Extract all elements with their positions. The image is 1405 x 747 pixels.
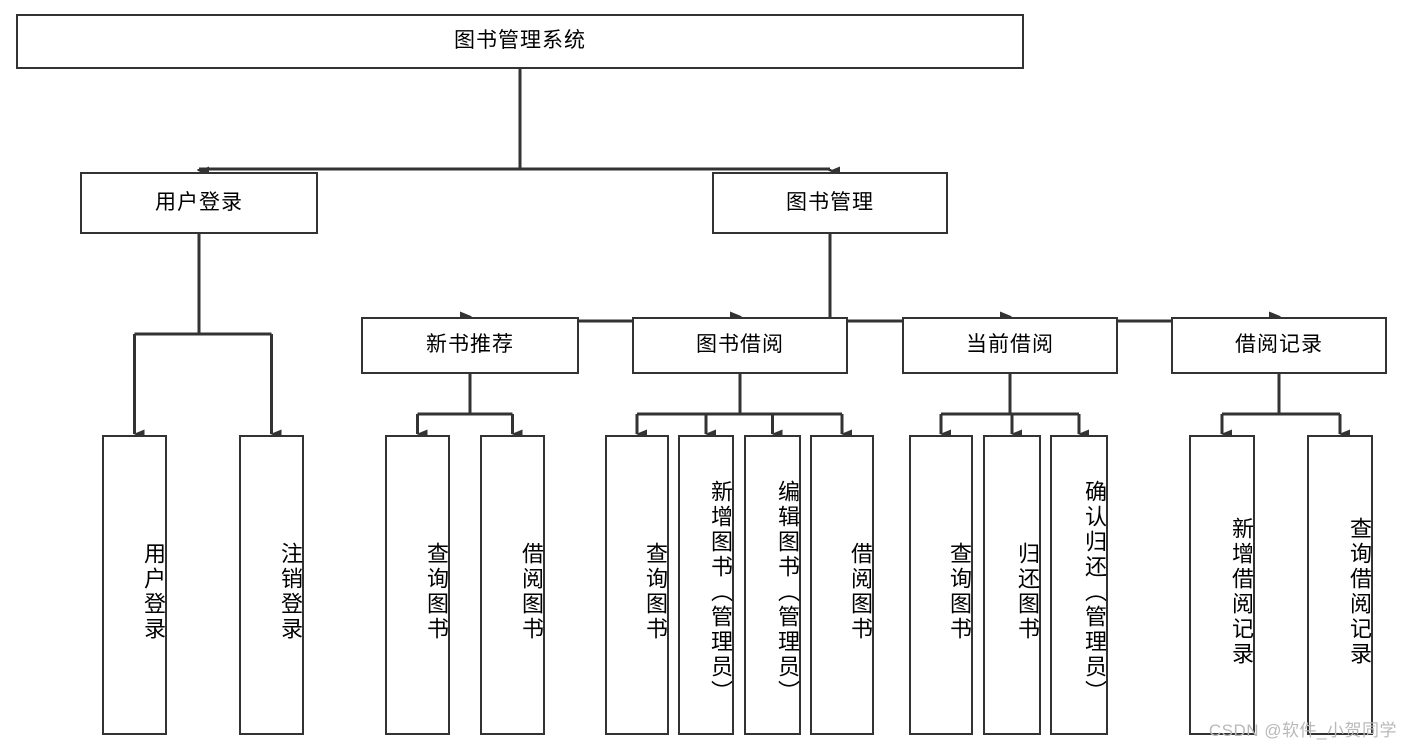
node-leaf-query-book-rec[interactable]: 查询图书: [385, 435, 450, 735]
node-label-leaf-add-book: 新增图书（管理员）: [708, 479, 733, 705]
node-leaf-query-record[interactable]: 查询借阅记录: [1307, 435, 1373, 735]
node-leaf-query-book[interactable]: 查询图书: [605, 435, 669, 735]
node-label-current-borrow: 当前借阅: [966, 333, 1054, 357]
node-label-leaf-query-book-rec: 查询图书: [424, 542, 449, 642]
node-label-leaf-logout: 注销登录: [278, 542, 303, 642]
node-leaf-user-login[interactable]: 用户登录: [102, 435, 167, 735]
connector-paths: [133, 69, 1350, 439]
node-label-borrow-record: 借阅记录: [1235, 333, 1323, 357]
node-label-leaf-confirm-return: 确认归还（管理员）: [1082, 479, 1107, 705]
node-leaf-query-book-cur[interactable]: 查询图书: [909, 435, 973, 735]
node-label-leaf-borrow-book-rec: 借阅图书: [519, 542, 544, 642]
node-user-login[interactable]: 用户登录: [80, 172, 318, 234]
node-label-user-login: 用户登录: [155, 190, 243, 214]
node-label-leaf-return-book: 归还图书: [1015, 542, 1040, 642]
node-label-new-book-rec: 新书推荐: [426, 333, 514, 357]
node-label-root: 图书管理系统: [454, 29, 586, 53]
node-current-borrow[interactable]: 当前借阅: [902, 317, 1118, 374]
node-label-leaf-edit-book: 编辑图书（管理员）: [775, 479, 800, 705]
node-leaf-borrow-book[interactable]: 借阅图书: [810, 435, 874, 735]
node-leaf-add-record[interactable]: 新增借阅记录: [1189, 435, 1255, 735]
node-new-book-rec[interactable]: 新书推荐: [361, 317, 579, 374]
node-root[interactable]: 图书管理系统: [16, 14, 1024, 69]
node-leaf-add-book[interactable]: 新增图书（管理员）: [678, 435, 734, 735]
node-leaf-edit-book[interactable]: 编辑图书（管理员）: [744, 435, 801, 735]
node-leaf-confirm-return[interactable]: 确认归还（管理员）: [1050, 435, 1108, 735]
node-label-book-manage: 图书管理: [786, 190, 874, 214]
node-label-leaf-query-book-cur: 查询图书: [947, 542, 972, 642]
node-label-leaf-borrow-book: 借阅图书: [848, 542, 873, 642]
node-label-leaf-query-record: 查询借阅记录: [1347, 517, 1372, 667]
node-leaf-return-book[interactable]: 归还图书: [983, 435, 1041, 735]
node-label-leaf-add-record: 新增借阅记录: [1229, 517, 1254, 667]
node-label-leaf-user-login: 用户登录: [141, 542, 166, 642]
csdn-watermark: CSDN @软件_小贺同学: [1208, 721, 1397, 740]
node-label-book-borrow: 图书借阅: [696, 333, 784, 357]
node-label-leaf-query-book: 查询图书: [643, 542, 668, 642]
node-leaf-borrow-book-rec[interactable]: 借阅图书: [480, 435, 545, 735]
node-book-borrow[interactable]: 图书借阅: [632, 317, 848, 374]
node-borrow-record[interactable]: 借阅记录: [1171, 317, 1387, 374]
node-book-manage[interactable]: 图书管理: [712, 172, 948, 234]
node-leaf-logout[interactable]: 注销登录: [239, 435, 304, 735]
